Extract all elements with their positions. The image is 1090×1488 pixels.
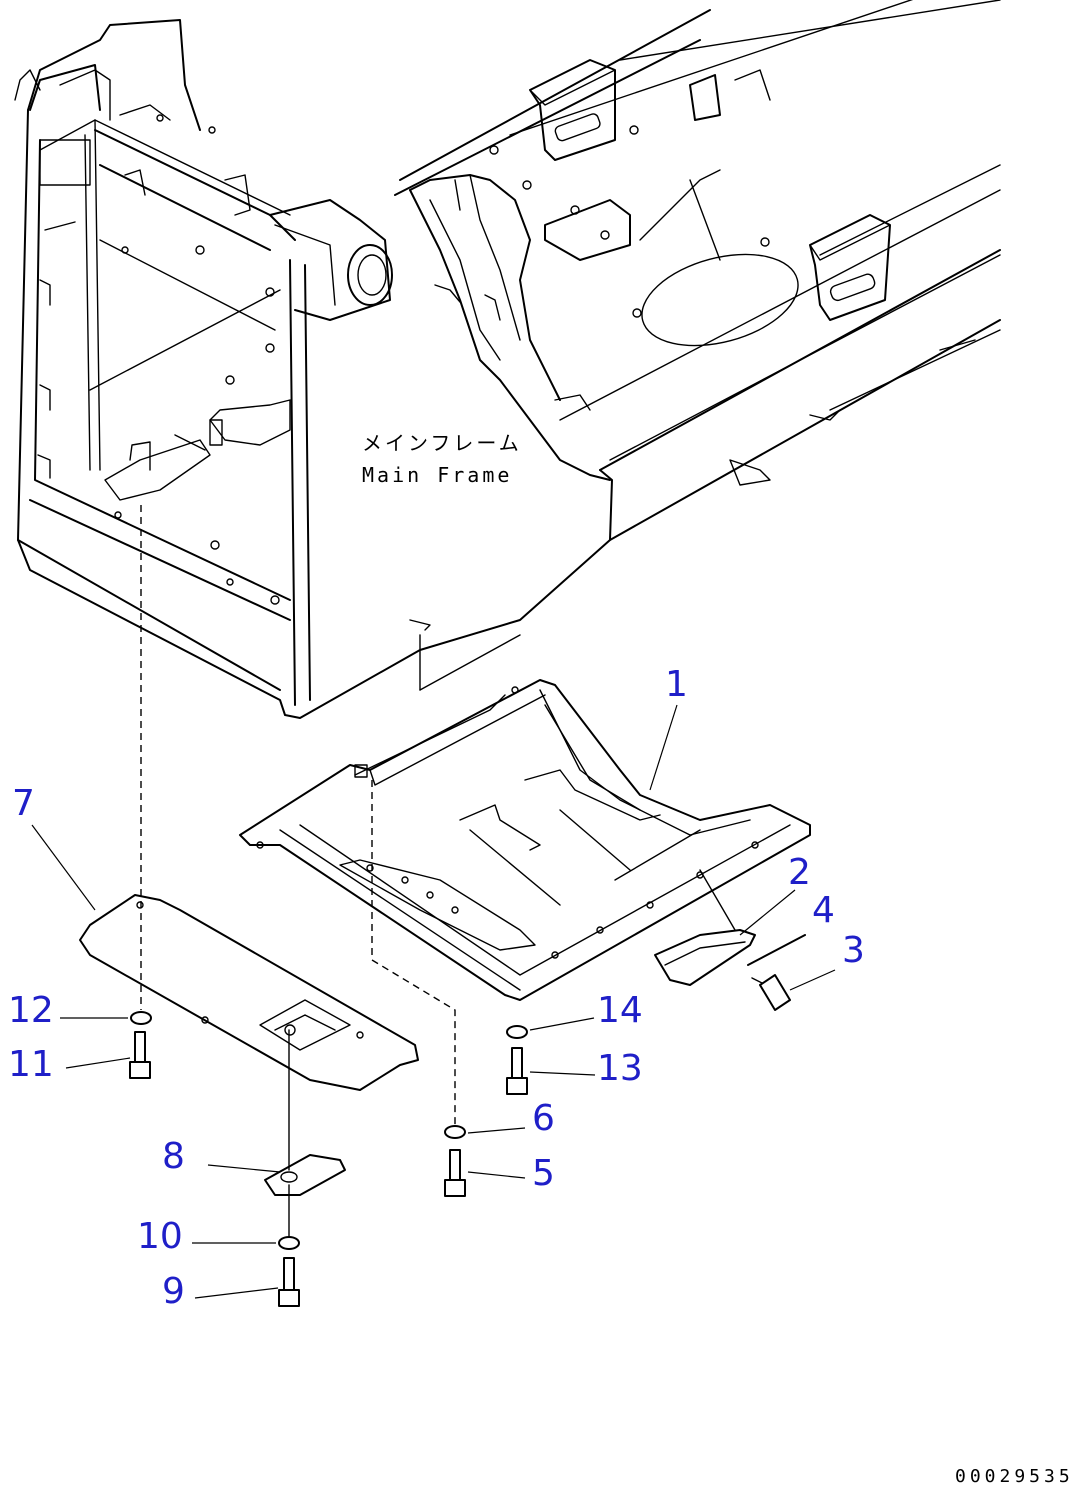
bolt-part-11 xyxy=(129,1031,151,1079)
callout-11: 11 xyxy=(8,1044,54,1085)
washer-part-6 xyxy=(444,1125,466,1139)
bracket-part-8 xyxy=(264,1154,346,1196)
callout-13: 13 xyxy=(597,1048,643,1089)
callout-1: 1 xyxy=(665,664,688,705)
callout-3: 3 xyxy=(842,930,865,971)
callout-7: 7 xyxy=(12,783,35,824)
callout-9: 9 xyxy=(162,1271,185,1312)
callout-14: 14 xyxy=(597,990,643,1031)
washer-part-10 xyxy=(278,1236,300,1250)
callout-8: 8 xyxy=(162,1136,185,1177)
assembly-lines xyxy=(140,505,456,1237)
callout-10: 10 xyxy=(137,1216,183,1257)
under-cover-part-7 xyxy=(79,894,419,1091)
drawing-number: 00029535 xyxy=(955,1466,1074,1487)
main-frame: メインフレーム Main Frame xyxy=(14,0,1001,719)
callout-12: 12 xyxy=(8,990,54,1031)
callout-2: 2 xyxy=(788,852,811,893)
bracket-part-2 xyxy=(654,929,756,986)
washer-part-14 xyxy=(506,1025,528,1039)
main-frame-label-en: Main Frame xyxy=(362,463,512,487)
fasteners xyxy=(129,934,806,1307)
bolt-part-3 xyxy=(751,974,791,1011)
callout-6: 6 xyxy=(532,1098,555,1139)
callout-4: 4 xyxy=(812,890,835,931)
callout-5: 5 xyxy=(532,1153,555,1194)
bolt-part-13 xyxy=(506,1047,528,1095)
bolt-part-5 xyxy=(444,1149,466,1197)
part-4-indicator xyxy=(747,934,806,966)
under-cover-part-1 xyxy=(239,679,811,1001)
washer-part-12 xyxy=(130,1011,152,1025)
leader-lines xyxy=(31,704,836,1299)
main-frame-label-jp: メインフレーム xyxy=(362,431,522,455)
bolt-part-9 xyxy=(278,1257,300,1307)
callouts: 1 2 3 4 5 6 7 8 9 10 11 12 13 14 xyxy=(8,664,865,1312)
